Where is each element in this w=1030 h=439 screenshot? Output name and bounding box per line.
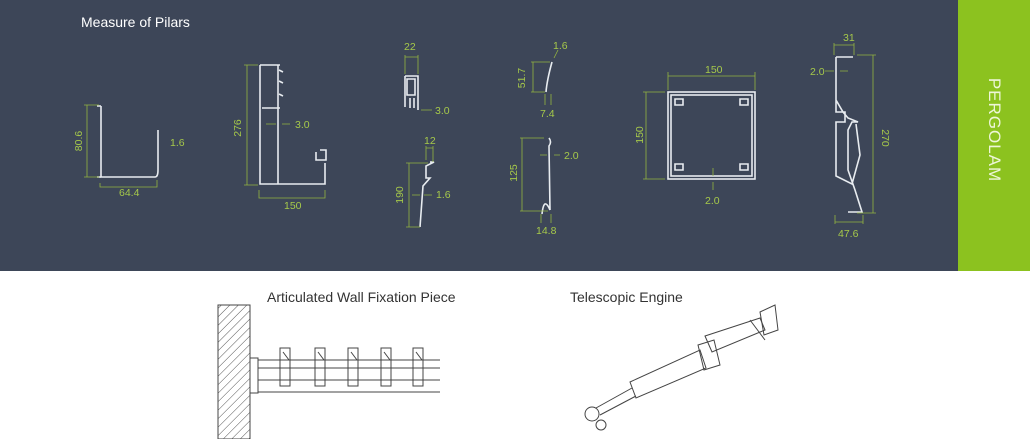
- pilar-measure-panel: [0, 0, 958, 271]
- dimension-label: 7.4: [540, 108, 555, 120]
- dimension-label: 2.0: [564, 150, 579, 162]
- dimension-label: 1.6: [170, 137, 185, 149]
- dimension-label: 1.6: [553, 40, 568, 52]
- dimension-label: 31: [843, 32, 855, 44]
- section-title: Measure of Pilars: [81, 14, 190, 30]
- profile-3-drawing: 22 3.0: [404, 41, 450, 117]
- dimension-label: 125: [508, 164, 520, 182]
- dimension-label: 47.6: [838, 228, 859, 240]
- dimension-label: 150: [705, 64, 723, 76]
- dimension-label: 80.6: [73, 131, 85, 152]
- profile-8-drawing: 31 2.0 270 47.6: [810, 32, 891, 240]
- dimension-label: 270: [879, 129, 891, 147]
- dimension-label: 3.0: [295, 119, 310, 131]
- dimension-label: 150: [634, 126, 646, 144]
- telescopic-engine-caption: Telescopic Engine: [570, 289, 683, 305]
- dimension-label: 276: [232, 119, 244, 137]
- dimension-label: 22: [404, 41, 416, 53]
- wall-fixation-caption: Articulated Wall Fixation Piece: [267, 289, 456, 305]
- profile-7-drawing: 150 150 2.0: [634, 64, 756, 207]
- dimension-label: 1.6: [436, 189, 451, 201]
- profile-4-drawing: 12 190 1.6: [394, 135, 451, 228]
- dimension-label: 3.0: [435, 105, 450, 117]
- profile-1-drawing: 80.6 1.6 64.4: [73, 104, 185, 199]
- dimension-label: 150: [284, 200, 302, 212]
- dimension-label: 2.0: [705, 195, 720, 207]
- dimension-label: 51.7: [516, 68, 528, 89]
- dimension-label: 12: [424, 135, 436, 147]
- profile-2-drawing: 276 3.0 150: [232, 64, 327, 212]
- telescopic-engine-drawing: [584, 304, 779, 431]
- dimension-label: 14.8: [536, 225, 557, 237]
- wall-fixation-drawing: [217, 304, 440, 439]
- profile-5-drawing: 1.6 51.7 7.4: [516, 40, 568, 120]
- dimension-label: 64.4: [119, 187, 140, 199]
- dimension-label: 2.0: [810, 66, 825, 78]
- dimension-label: 190: [394, 186, 406, 204]
- profile-6-drawing: 125 2.0 14.8: [508, 137, 579, 237]
- brand-sidebar: [958, 0, 1030, 271]
